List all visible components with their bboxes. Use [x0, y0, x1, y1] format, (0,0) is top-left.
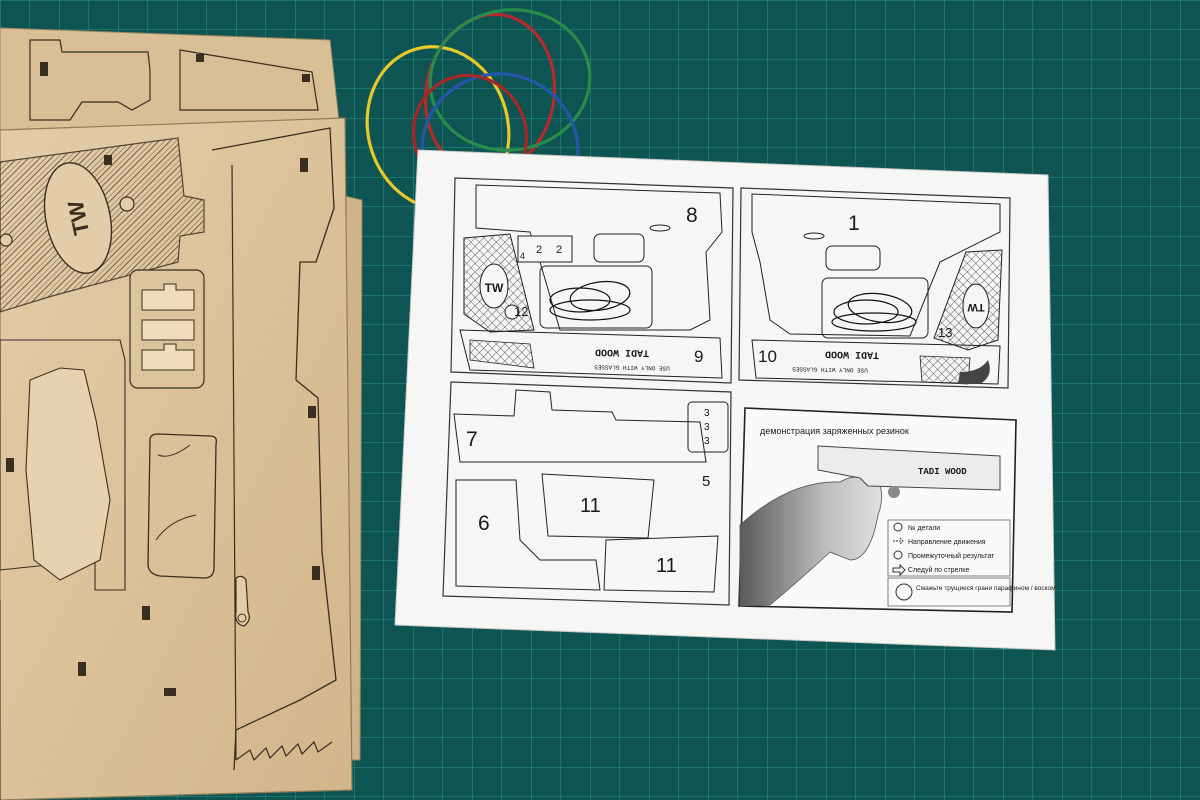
panel-part-1: 1 TW 13 10 TADI WOOD USE ONLY WITH GLASS… — [738, 187, 1011, 389]
legend-item-4: Следуй по стрелке — [908, 566, 969, 574]
wax-icon — [895, 583, 913, 601]
brand-engraving-right: TADI WOOD — [825, 348, 879, 360]
part-number-8: 8 — [686, 204, 698, 227]
svg-text:2: 2 — [556, 244, 562, 256]
part-number-4: 4 — [520, 251, 525, 261]
plywood-sheet-front: TW — [0, 117, 353, 800]
svg-text:3: 3 — [704, 436, 710, 447]
part-number-7: 7 — [466, 428, 478, 451]
demo-gun-text: TADI WOOD — [918, 467, 967, 477]
part-number-6: 6 — [478, 512, 490, 535]
wood-logo-oval — [43, 162, 113, 274]
plywood-sheet-back — [0, 27, 341, 131]
legend-item-2: Направление движения — [908, 539, 986, 546]
panel-part-8: 8 TW 12 2 2 4 TADI WOOD USE ONLY WITH GL… — [450, 177, 734, 384]
legend-note: Смажьте трущиеся грани парафином / воско… — [916, 585, 1056, 592]
part-number-10: 10 — [758, 347, 777, 366]
legend-item-3: Промежуточный результат — [908, 552, 995, 560]
demo-panel: демонстрация заряженных резинок TADI WOO… — [738, 407, 1056, 613]
part-number-5: 5 — [702, 473, 710, 490]
demo-caption: демонстрация заряженных резинок — [760, 426, 909, 436]
part-number-11a: 11 — [580, 495, 601, 517]
svg-text:3: 3 — [704, 422, 710, 433]
legend-item-1: № детали — [908, 525, 940, 532]
part-number-11b: 11 — [656, 555, 677, 577]
warning-text-right: USE ONLY WITH GLASSES — [792, 365, 868, 373]
instruction-sheet: 8 TW 12 2 2 4 TADI WOOD USE ONLY WITH GL… — [394, 149, 1056, 651]
part-number-13: 13 — [938, 325, 952, 340]
grip-logo-right: TW — [967, 301, 985, 313]
part-number-3: 3 — [704, 408, 710, 419]
part-number-12: 12 — [514, 304, 528, 319]
part-number-9: 9 — [694, 347, 703, 366]
check-icon — [893, 550, 903, 560]
screw-hole — [119, 196, 135, 212]
panel-parts-3-7: 7 3 3 3 6 11 11 5 — [442, 381, 732, 606]
legend: № детали Направление движения Промежуточ… — [887, 519, 1011, 577]
warning-text-left: USE ONLY WITH GLASSES — [594, 363, 670, 371]
arrow-icon — [893, 537, 904, 545]
part-number-1: 1 — [848, 212, 860, 235]
grip-logo-left: TW — [485, 281, 504, 295]
brand-engraving-left: TADI WOOD — [595, 346, 649, 358]
part-number-icon — [893, 522, 903, 532]
part-number-2: 2 — [536, 244, 542, 256]
cocking-lever — [235, 575, 250, 627]
follow-arrow-icon — [892, 563, 906, 577]
